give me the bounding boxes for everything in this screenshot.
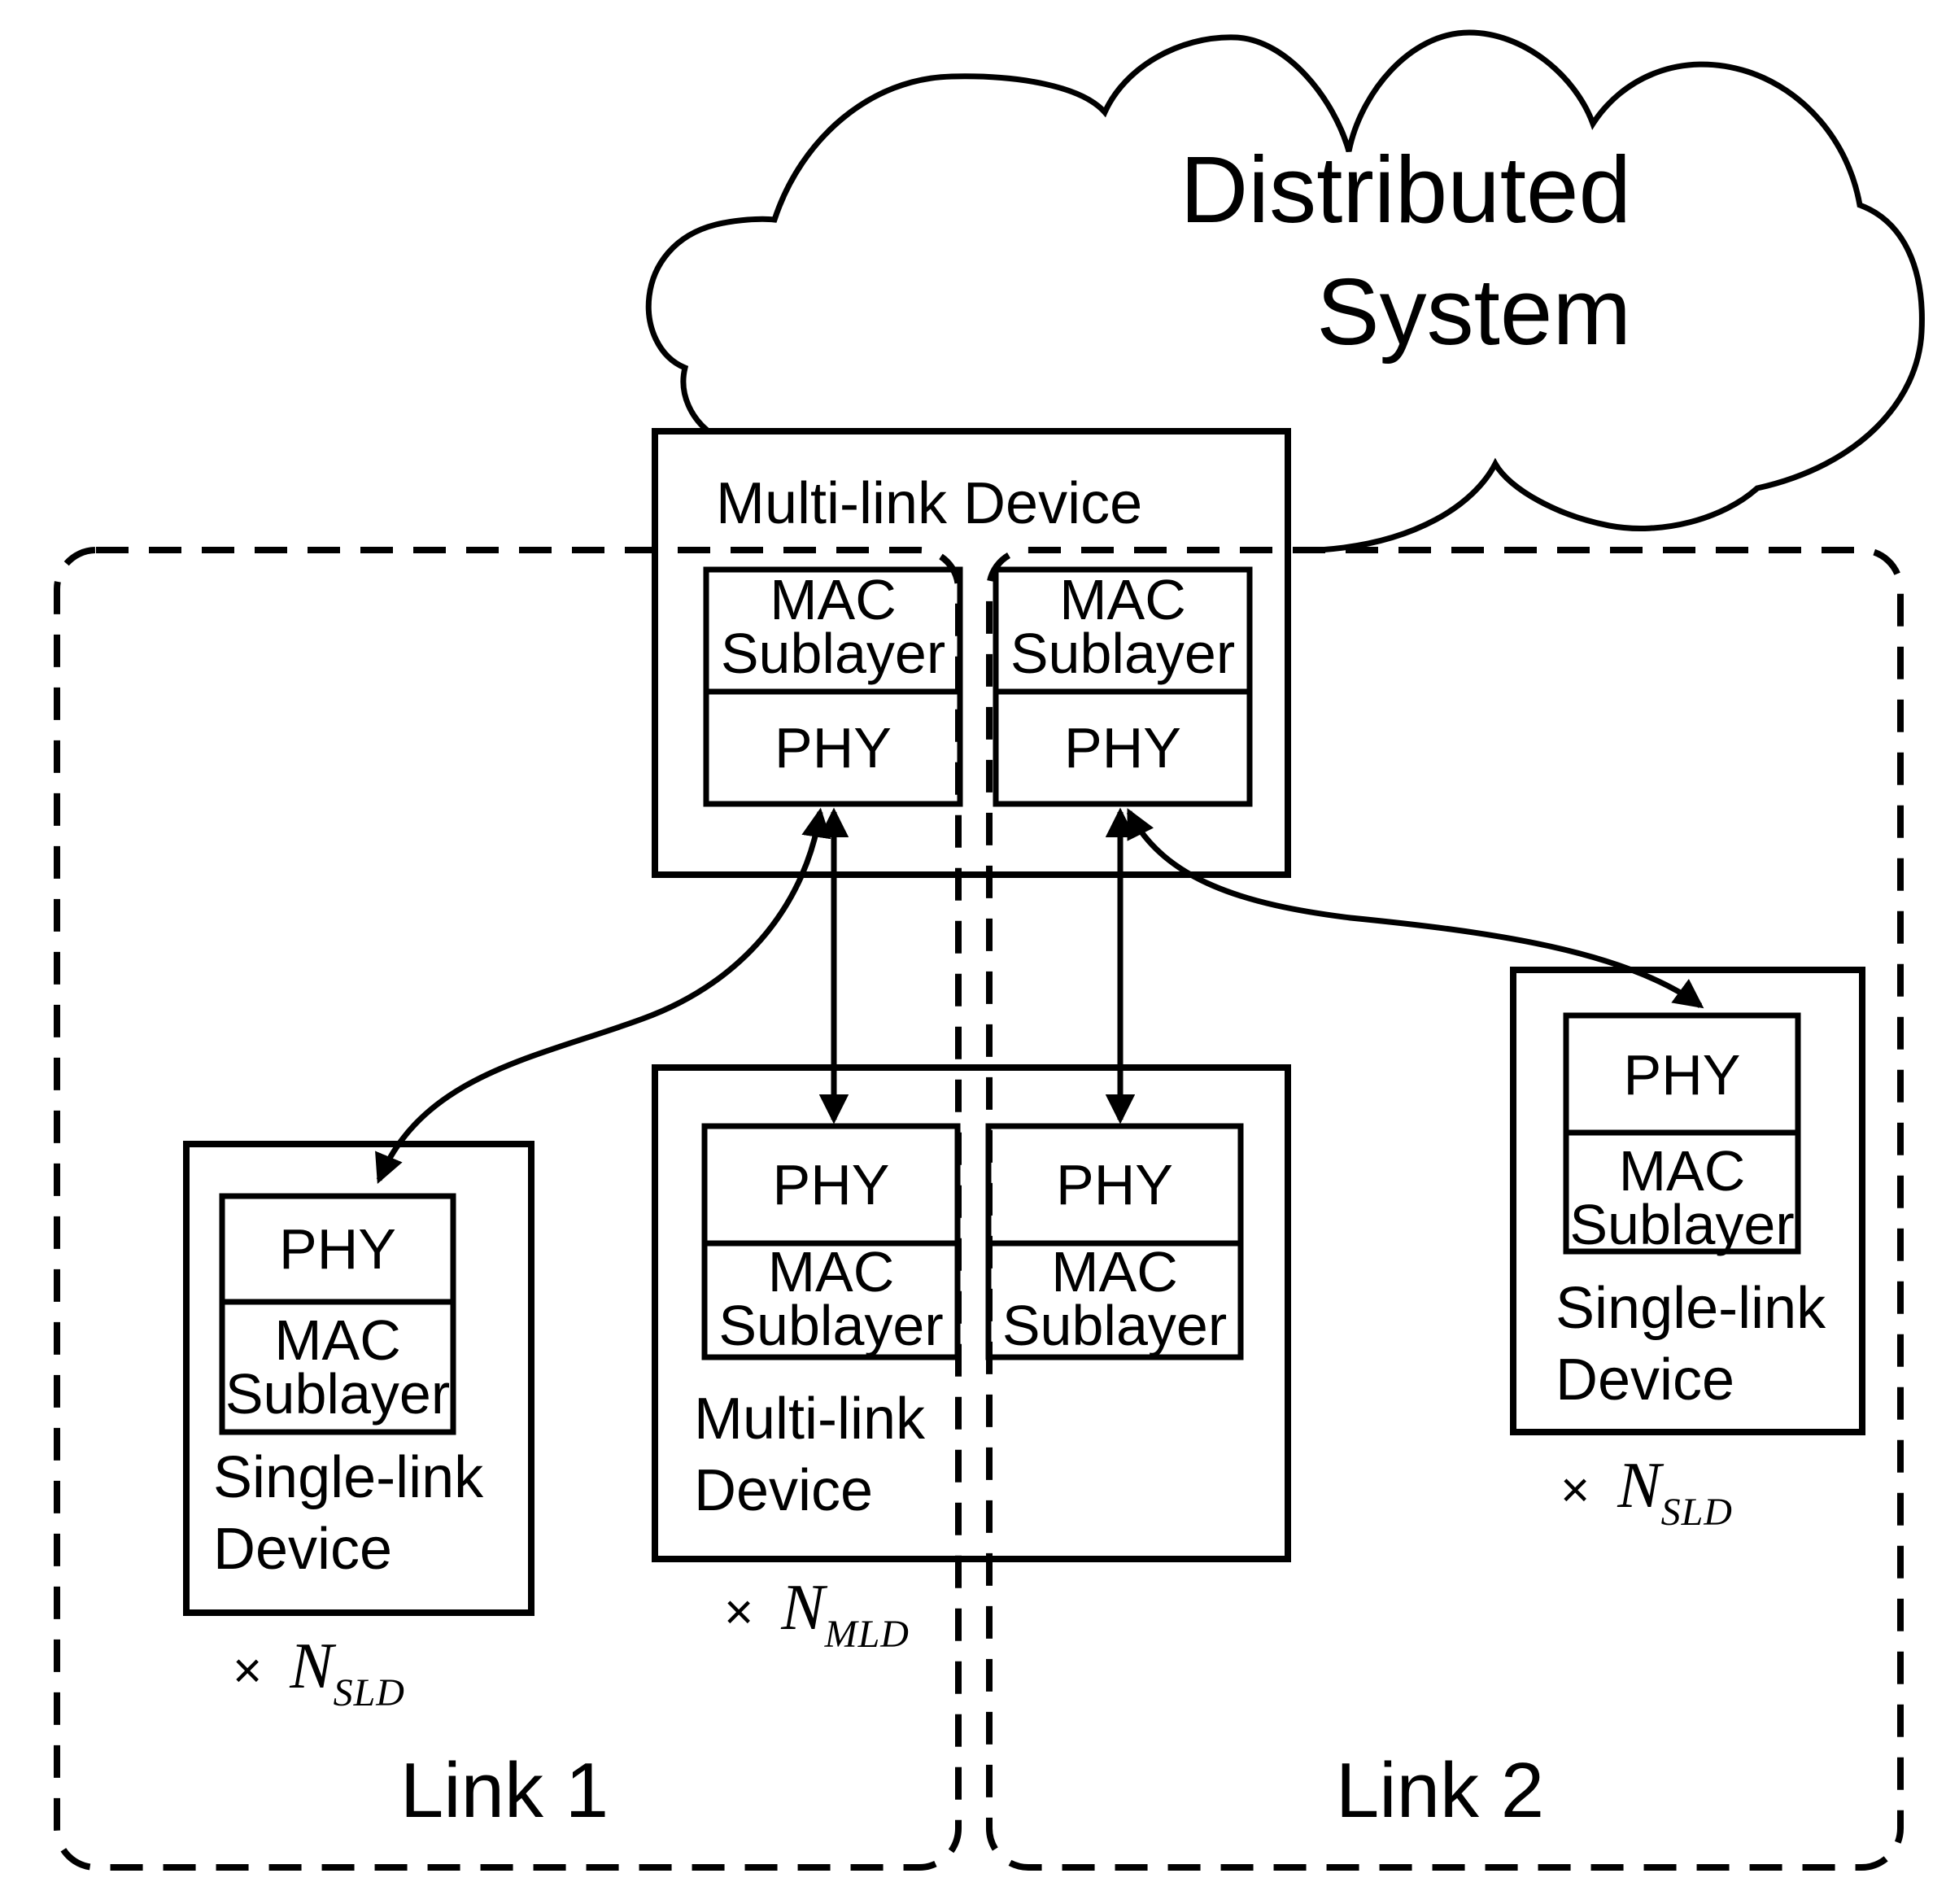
sld-right-phy-label: PHY: [1623, 1043, 1741, 1107]
n-mld-subscript: MLD: [824, 1613, 910, 1656]
multiply-sign: ×: [233, 1643, 263, 1699]
ap-stack1-mac-line2: Sublayer: [720, 622, 946, 685]
sld-left-mac-label: MAC Sublayer: [222, 1308, 453, 1426]
mid-stack1-phy-label: PHY: [772, 1153, 890, 1216]
mid-stack1-mac-line2: Sublayer: [718, 1294, 944, 1357]
ap-stack1-box: [703, 566, 963, 807]
sld-left-mac-line1: MAC: [274, 1308, 401, 1372]
mid-mld-label-line2: Device: [694, 1458, 874, 1523]
arrow-ap-to-sld-left: [375, 807, 831, 1185]
mid-stack1-mac-line1: MAC: [767, 1240, 895, 1304]
ap-stack1-mac-line1: MAC: [770, 568, 897, 631]
sld-left-label: Single-link Device: [213, 1442, 483, 1585]
mid-stack1-mac-label: MAC Sublayer: [705, 1240, 958, 1357]
sld-left-label-line2: Device: [213, 1517, 393, 1582]
n-sld-base: N: [1617, 1450, 1661, 1522]
ap-stack1-mac-label: MAC Sublayer: [706, 568, 960, 685]
mid-mld-box: [652, 1064, 1291, 1562]
n-sld-subscript: SLD: [1660, 1491, 1733, 1534]
mid-mld-multiplier: × NMLD: [724, 1572, 910, 1656]
ap-stack2-phy-label: PHY: [1064, 716, 1181, 780]
mid-mld-label: Multi-link Device: [694, 1383, 925, 1526]
ap-stack2-box: [993, 566, 1253, 807]
sld-right-mac-label: MAC Sublayer: [1566, 1139, 1798, 1256]
cloud-outline: [645, 29, 1925, 553]
sld-right-mac-line2: Sublayer: [1569, 1193, 1795, 1256]
sld-right-label: Single-link Device: [1555, 1273, 1826, 1416]
mid-stack2-phy-label: PHY: [1056, 1153, 1173, 1216]
ap-mld-label: Multi-link Device: [716, 471, 1143, 536]
sld-right-multiplier: × NSLD: [1560, 1450, 1733, 1534]
multiply-sign: ×: [1560, 1462, 1590, 1518]
n-mld-base: N: [781, 1572, 825, 1644]
sld-left-phy-label: PHY: [279, 1217, 396, 1281]
sld-right-label-line2: Device: [1555, 1347, 1735, 1413]
mid-mld-label-line1: Multi-link: [694, 1387, 926, 1452]
cloud-title-line1: Distributed: [1180, 137, 1631, 242]
sld-left-multiplier: × NSLD: [233, 1631, 405, 1714]
sld-left-box: [183, 1141, 534, 1616]
cloud-fill: [648, 33, 1922, 550]
link2-label: Link 2: [1335, 1747, 1545, 1834]
sld-left-stack-box: [219, 1193, 456, 1435]
sld-right-label-line1: Single-link: [1555, 1276, 1826, 1341]
ap-mld-box: [652, 428, 1291, 878]
ap-stack2-mac-label: MAC Sublayer: [996, 568, 1250, 685]
ap-stack2-mac-line1: MAC: [1059, 568, 1186, 631]
n-sld-subscript: SLD: [333, 1671, 405, 1714]
link1-label: Link 1: [399, 1747, 609, 1834]
mid-stack2-mac-line1: MAC: [1051, 1240, 1178, 1304]
mid-stack2-mac-line2: Sublayer: [1001, 1294, 1228, 1357]
ap-stack2-mac-line2: Sublayer: [1010, 622, 1236, 685]
cloud-title: Distributed System: [1180, 129, 1631, 373]
mid-stack2-mac-label: MAC Sublayer: [988, 1240, 1241, 1357]
sld-left-label-line1: Single-link: [213, 1445, 484, 1510]
arrow-ap-to-sld-right: [1126, 808, 1704, 1009]
cloud-title-line2: System: [1316, 259, 1631, 365]
sld-right-mac-line1: MAC: [1618, 1139, 1746, 1203]
ap-stack1-phy-label: PHY: [774, 716, 892, 780]
sld-left-mac-line2: Sublayer: [225, 1362, 451, 1426]
multiply-sign: ×: [724, 1584, 754, 1640]
n-sld-base: N: [290, 1631, 334, 1702]
